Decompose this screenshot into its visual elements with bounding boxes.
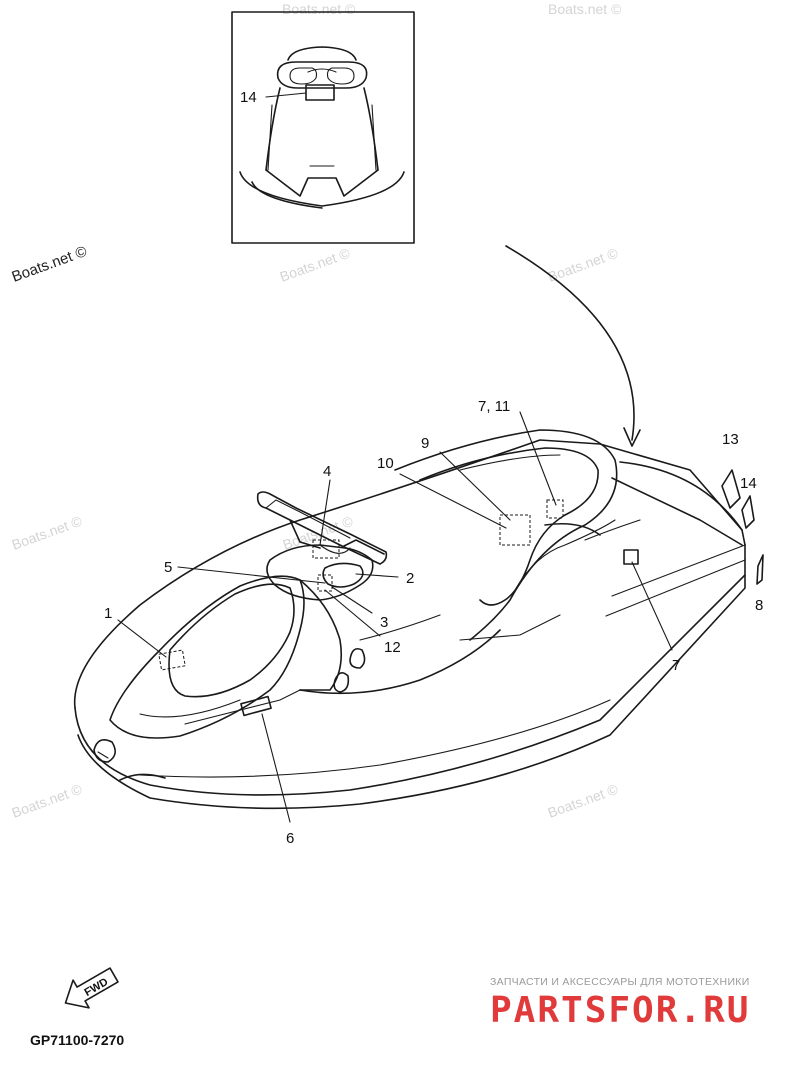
brand-tagline: ЗАПЧАСТИ И АКСЕССУАРЫ ДЛЯ МОТОТЕХНИКИ <box>490 976 750 988</box>
callout-2: 2 <box>406 570 414 587</box>
callout-8: 8 <box>755 597 763 614</box>
view-arrow <box>505 245 641 447</box>
brand-word-b: FOR.RU <box>608 990 750 1031</box>
watermark-mid-left: Boats.net © <box>10 512 85 552</box>
watermark-top-right: Boats.net © <box>548 1 622 17</box>
watermark-lower-right: Boats.net © <box>546 780 621 820</box>
callout-7: 7 <box>672 657 680 674</box>
fwd-label: FWD <box>83 976 111 999</box>
fwd-arrow-icon: FWD <box>64 967 119 1009</box>
inset-rear-view: 14 <box>231 11 415 244</box>
callout-4: 4 <box>323 463 331 480</box>
callout-14-inset: 14 <box>240 89 257 106</box>
decal-8 <box>756 554 764 585</box>
decal-1 <box>158 649 186 671</box>
decal-6 <box>240 695 272 717</box>
inset-frame <box>231 11 415 244</box>
callout-1: 1 <box>104 605 112 622</box>
watermark-top: Boats.net © <box>282 1 356 17</box>
callout-9: 9 <box>421 435 429 452</box>
callout-10: 10 <box>377 455 394 472</box>
decal-13 <box>721 469 741 509</box>
leader-lines <box>117 411 673 823</box>
callout-13: 13 <box>722 431 739 448</box>
watermark-upper-mid: Boats.net © <box>278 244 353 284</box>
callout-14: 14 <box>740 475 757 492</box>
brand-wordmark: PARTSFOR.RU <box>490 990 750 1031</box>
decal-14 <box>741 495 755 529</box>
watermark-upper-right: Boats.net © <box>546 244 621 284</box>
decal-7 <box>623 549 639 565</box>
part-code: GP71100-7270 <box>30 1032 124 1048</box>
callout-3: 3 <box>380 614 388 631</box>
callout-6: 6 <box>286 830 294 847</box>
watercraft-main <box>73 429 764 810</box>
brand-word-a: PARTS <box>490 990 608 1031</box>
decal-12 <box>317 574 333 592</box>
decal-9-10 <box>499 514 531 546</box>
callout-5: 5 <box>164 559 172 576</box>
callout-7-11: 7, 11 <box>478 398 510 415</box>
callout-12: 12 <box>384 639 401 656</box>
brand-logo: ЗАПЧАСТИ И АКСЕССУАРЫ ДЛЯ МОТОТЕХНИКИ PA… <box>490 976 750 1031</box>
watermark-left-main: Boats.net © <box>10 243 90 286</box>
decal-7-11 <box>546 499 564 519</box>
watermark-lower-left: Boats.net © <box>10 780 85 820</box>
decal-4 <box>312 539 340 559</box>
